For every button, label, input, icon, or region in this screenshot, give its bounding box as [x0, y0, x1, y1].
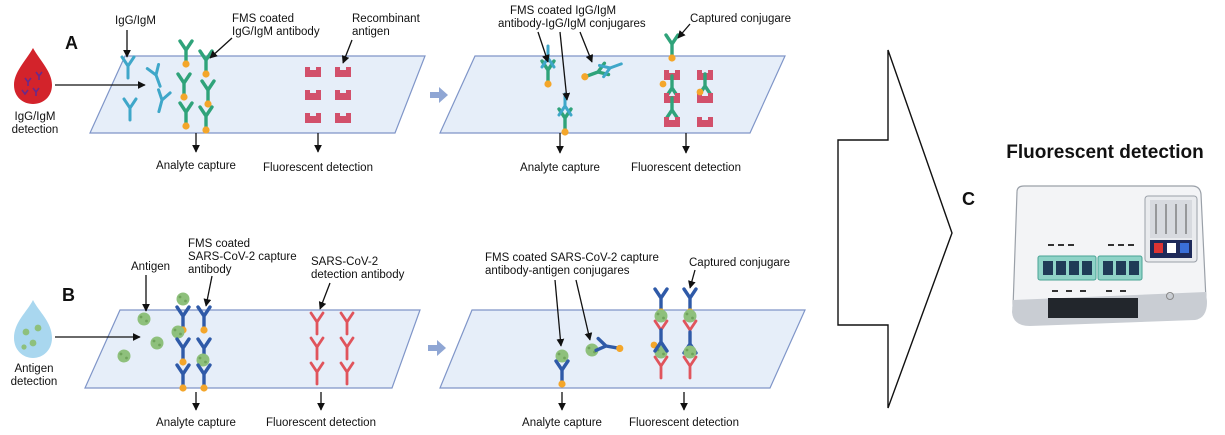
detection-ab-label-line2: detection antibody [311, 269, 405, 281]
panel-a-letter: A [65, 33, 78, 53]
fluor-detection-label-a2: Fluorescent detection [631, 162, 741, 174]
fms-coated-label-b-line1: FMS coated [188, 238, 250, 250]
captured-arrow-a [677, 23, 691, 39]
fluorescent-detection-title: Fluorescent detection [1006, 142, 1203, 163]
flow-arrow-b [428, 340, 446, 356]
antigen-detection-line1: Antigen [14, 363, 53, 375]
igg-igm-detection-line2: detection [12, 124, 59, 136]
panel-b-letter: B [62, 285, 75, 305]
fms-coated-label-b-line3: antibody [188, 264, 232, 276]
analyte-capture-label-a2: Analyte capture [520, 162, 600, 174]
fms-coated-label-a-line1: FMS coated [232, 13, 294, 25]
conjugate-arrow-a2 [559, 31, 571, 101]
panel-c-letter: C [962, 189, 975, 209]
recombinant-label-line2: antigen [352, 26, 390, 38]
flow-arrow-a [430, 87, 448, 103]
fluorescence-reader-device [1012, 185, 1207, 326]
conjugate-label-b-line1: FMS coated SARS-CoV-2 capture [485, 252, 659, 264]
test-strip-b1 [84, 309, 421, 389]
panel-c: C Fluorescent detection [962, 142, 1207, 326]
conjugate-arrow-a3 [579, 31, 594, 63]
analyte-capture-label-b1: Analyte capture [156, 417, 236, 429]
captured-label-a: Captured conjugare [690, 13, 791, 25]
detection-ab-arrow [318, 282, 331, 310]
fms-coated-arrow-a [209, 37, 233, 59]
antigen-label: Antigen [131, 261, 170, 273]
test-strip-a1 [89, 55, 426, 134]
captured-arrow-b [688, 269, 696, 289]
conjugate-arrow-b1 [554, 279, 565, 347]
captured-label-b: Captured conjugare [689, 257, 790, 269]
antigen-detection-line2: detection [11, 376, 58, 388]
blood-drop-icon [14, 48, 52, 104]
fms-coated-label-b-line2: SARS-CoV-2 capture [188, 251, 297, 263]
panel-b: B Antigen detection Antigen [11, 238, 806, 429]
big-flow-arrow [837, 49, 953, 409]
analyte-capture-label-a1: Analyte capture [156, 160, 236, 172]
fluor-detection-label-b1: Fluorescent detection [266, 417, 376, 429]
fluor-detection-label-b2: Fluorescent detection [629, 417, 739, 429]
fms-coated-label-a-line2: IgG/IgM antibody [232, 26, 320, 38]
conjugate-arrow-a1 [537, 31, 550, 63]
captured-conjugate-group-a [659, 35, 713, 127]
igg-igm-detection-line1: IgG/IgM [15, 111, 56, 123]
conjugate-label-a-line1: FMS coated IgG/IgM [510, 5, 616, 17]
analyte-capture-label-b2: Analyte capture [522, 417, 602, 429]
conjugate-label-a-line2: antibody-IgG/IgM conjugares [498, 18, 646, 30]
detection-ab-label-line1: SARS-CoV-2 [311, 256, 378, 268]
recombinant-arrow [341, 39, 353, 64]
conjugate-arrow-b2 [575, 279, 593, 341]
fluor-detection-label-a1: Fluorescent detection [263, 162, 373, 174]
conjugate-label-b-line2: antibody-antigen conjugares [485, 265, 630, 277]
igg-igm-label: IgG/IgM [115, 15, 156, 27]
panel-a: A IgG/IgM detection IgG/IgM [12, 5, 791, 174]
recombinant-label-line1: Recombinant [352, 13, 421, 25]
fms-coated-arrow-b [203, 275, 213, 307]
antigen-droplet-icon [14, 300, 52, 358]
captured-conjugate-group-b [650, 289, 698, 380]
